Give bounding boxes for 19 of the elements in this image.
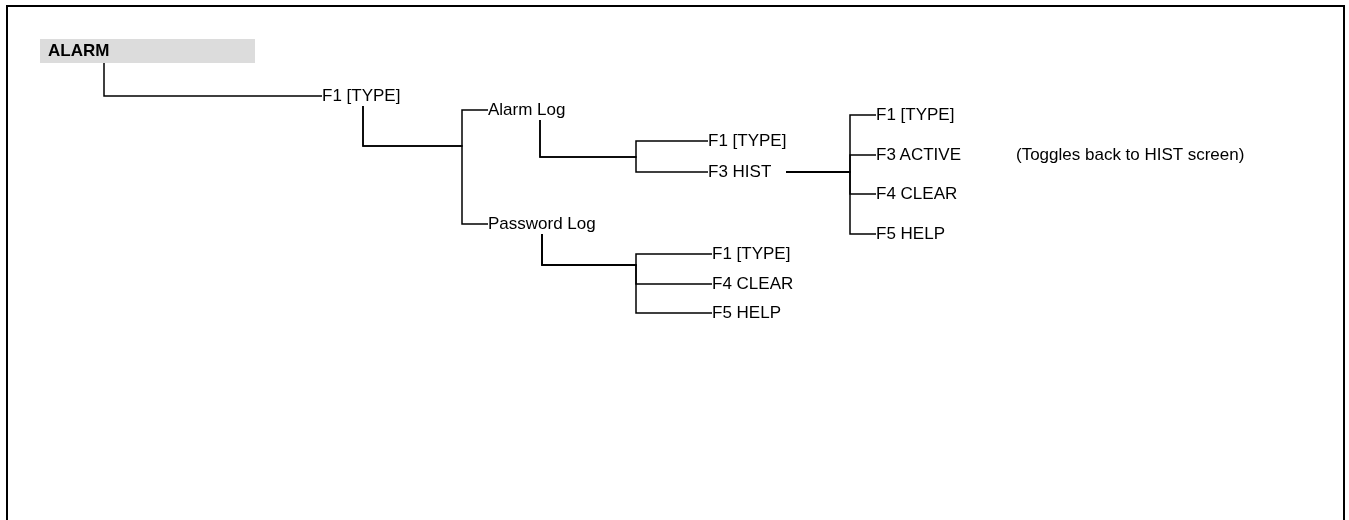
- menu-header-bar: ALARM: [40, 39, 255, 63]
- note-text: (Toggles back to HIST screen): [1016, 145, 1245, 165]
- menu-item: F1 [TYPE]: [876, 105, 996, 125]
- connector-line: [103, 62, 323, 97]
- menu-item: F4 CLEAR: [712, 274, 812, 294]
- connector-line: [539, 119, 709, 173]
- menu-item: F3 HIST: [708, 162, 786, 182]
- menu-item: F1 [TYPE]: [712, 244, 812, 264]
- connector-line: [785, 171, 877, 235]
- connector-line: [362, 105, 489, 225]
- menu-item: F5 HELP: [712, 303, 812, 323]
- connector-line: [541, 233, 713, 314]
- menu-item: Alarm Log: [488, 100, 598, 120]
- menu-item: F5 HELP: [876, 224, 996, 244]
- menu-item: F1 [TYPE]: [322, 86, 422, 106]
- menu-item: F3 ACTIVE: [876, 145, 1004, 165]
- menu-item: F4 CLEAR: [876, 184, 996, 204]
- menu-item: F1 [TYPE]: [708, 131, 808, 151]
- menu-item: Password Log: [488, 214, 623, 234]
